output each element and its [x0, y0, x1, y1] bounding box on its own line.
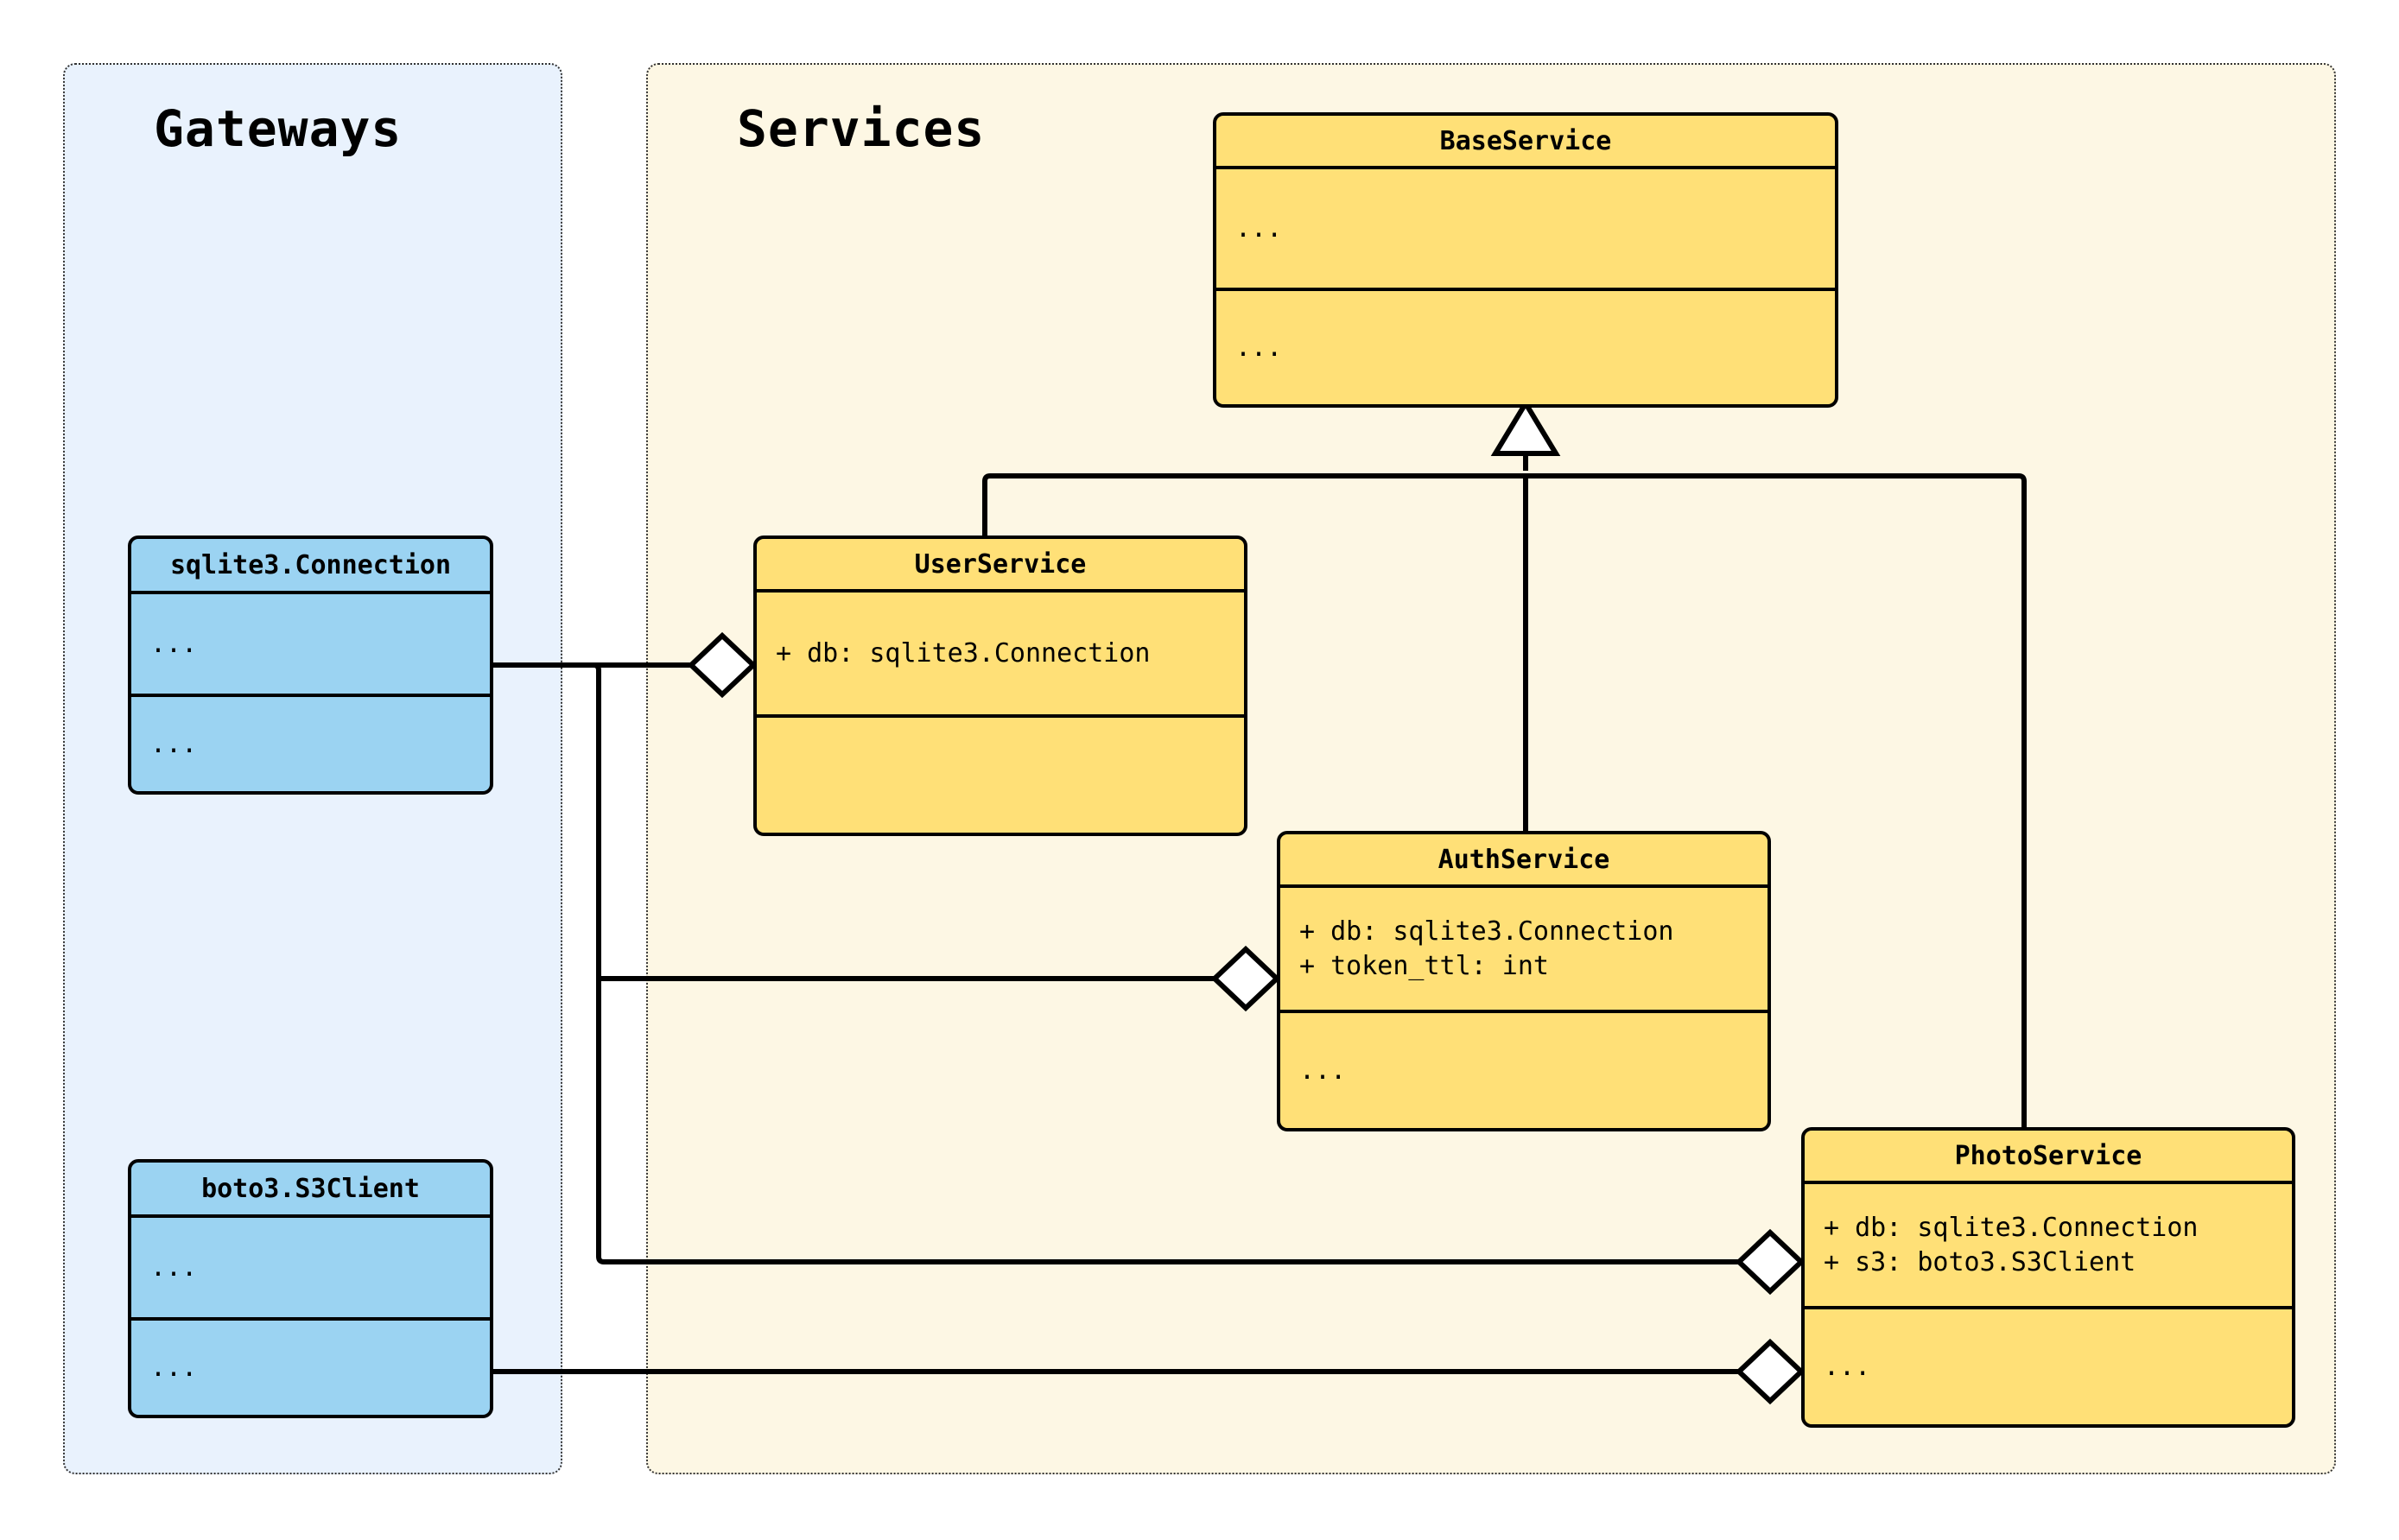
- class-operations-sqlite3-connection: ...: [131, 697, 490, 791]
- class-operations-base-service: ...: [1216, 291, 1835, 404]
- class-name-photo-service: PhotoService: [1805, 1131, 2292, 1184]
- attribute-item: + db: sqlite3.Connection: [1299, 916, 1674, 947]
- attribute-item: + token_ttl: int: [1299, 950, 1549, 981]
- class-operations-user-service: [757, 718, 1244, 833]
- operation-item: ...: [150, 1352, 198, 1383]
- class-attributes-user-service: + db: sqlite3.Connection: [757, 593, 1244, 718]
- class-box-base-service[interactable]: BaseService ... ...: [1213, 112, 1838, 408]
- class-attributes-base-service: ...: [1216, 169, 1835, 291]
- class-name-auth-service: AuthService: [1280, 834, 1768, 888]
- class-attributes-boto3-s3client: ...: [131, 1218, 490, 1321]
- class-name-boto3-s3client: boto3.S3Client: [131, 1163, 490, 1218]
- package-gateways-title: Gateways: [154, 99, 403, 158]
- operation-item: ...: [1824, 1351, 1871, 1382]
- class-box-sqlite3-connection[interactable]: sqlite3.Connection ... ...: [128, 536, 493, 795]
- operation-item: ...: [1299, 1055, 1347, 1086]
- class-operations-boto3-s3client: ...: [131, 1321, 490, 1415]
- attribute-item: ...: [150, 1252, 198, 1283]
- attribute-item: ...: [1235, 212, 1283, 244]
- package-services-title: Services: [737, 99, 986, 158]
- attribute-item: ...: [150, 628, 198, 659]
- class-name-sqlite3-connection: sqlite3.Connection: [131, 539, 490, 594]
- class-name-user-service: UserService: [757, 539, 1244, 593]
- class-box-boto3-s3client[interactable]: boto3.S3Client ... ...: [128, 1159, 493, 1418]
- attribute-item: + s3: boto3.S3Client: [1824, 1246, 2136, 1277]
- class-attributes-photo-service: + db: sqlite3.Connection + s3: boto3.S3C…: [1805, 1184, 2292, 1309]
- class-attributes-auth-service: + db: sqlite3.Connection + token_ttl: in…: [1280, 888, 1768, 1013]
- class-attributes-sqlite3-connection: ...: [131, 594, 490, 697]
- class-operations-auth-service: ...: [1280, 1013, 1768, 1128]
- operation-item: ...: [1235, 332, 1283, 363]
- class-operations-photo-service: ...: [1805, 1309, 2292, 1424]
- attribute-item: + db: sqlite3.Connection: [1824, 1212, 2199, 1243]
- class-box-auth-service[interactable]: AuthService + db: sqlite3.Connection + t…: [1277, 831, 1771, 1131]
- class-box-user-service[interactable]: UserService + db: sqlite3.Connection: [753, 536, 1247, 836]
- operation-item: ...: [150, 728, 198, 759]
- attribute-item: + db: sqlite3.Connection: [776, 637, 1151, 669]
- class-box-photo-service[interactable]: PhotoService + db: sqlite3.Connection + …: [1801, 1127, 2295, 1428]
- class-name-base-service: BaseService: [1216, 116, 1835, 169]
